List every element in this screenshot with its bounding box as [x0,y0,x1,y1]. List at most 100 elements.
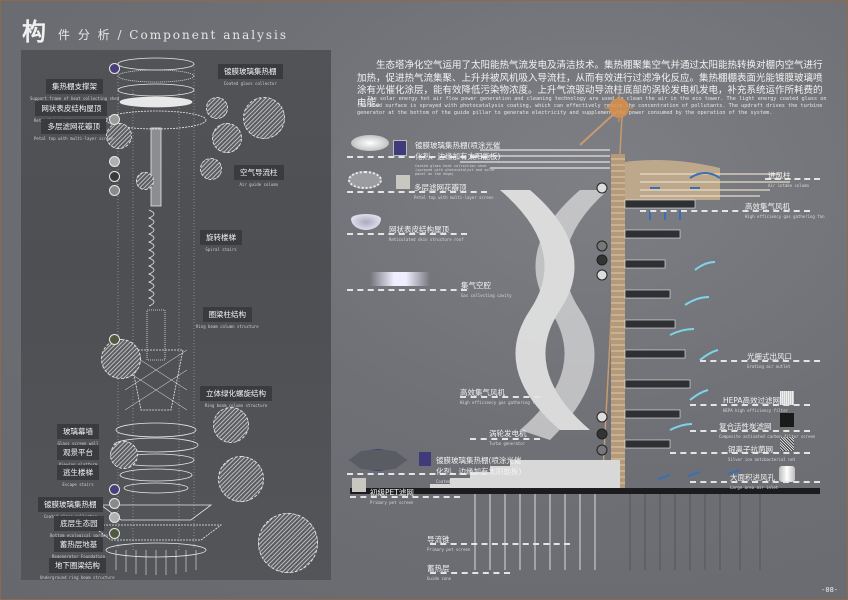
label-glass-screen-wall: 玻璃幕墙 Glass screen wall [57,424,99,446]
material-dot-grey [109,114,120,125]
support-frame-ring [117,83,195,97]
thumb-gas-cavity [370,272,430,286]
label-gas-fan-right: 高效集气风机 High efficiency gas gathering fan [745,202,825,219]
label-hepa-filter: HEPA高效过滤网 HEPA high efficiency filter [723,396,789,413]
leader-line [347,156,487,158]
label-coated-glass-shed: 镀膜玻璃集热棚(喷涂光催化剂、边缘加有太阳能板) Coated glass he… [415,141,501,176]
title-text: 件 分 析 / Component analysis [58,28,288,42]
intro-text-en: The solar energy hot air flow power gene… [357,96,827,117]
detail-circle-glass-wall [213,407,249,443]
material-dot-dark [109,171,120,182]
ecological-garden [89,524,223,541]
leader-line [700,360,820,362]
ground-slab [350,488,820,494]
detail-circle-green-spiral [101,339,141,379]
leader-line [670,452,810,454]
label-green-spiral: 立体绿化螺旋结构 Ring beam column structure [200,386,272,408]
label-silver-ion-net: 银离子抗菌网 Silver ion antibacterial net [728,445,796,462]
stepped-base [380,460,620,490]
label-petal-top: 多层滤网花瓣顶 Petal top with multi-layer scree… [34,119,113,141]
page-title: 构 件 分 析 / Component analysis [22,20,288,44]
label-air-intake-column: 进风柱 Air intake column [768,171,809,188]
label-viewing-platform: 观景平台 Viewing platform [57,445,99,467]
label-grating-outlet: 光栅式出风口 Grating air outlet [747,352,792,369]
label-heat-storage: 蓄热层 Guide cone [427,564,452,581]
page-number: -08- [821,586,838,594]
roof-disc [119,96,193,108]
roof-shards [460,149,610,169]
material-dot-green [109,334,120,345]
label-underground-ring-beam: 地下圈梁结构 Underground ring beam structure [40,558,115,580]
label-support-frame: 集热棚支撑架 Support frame of heat collecting … [30,79,119,101]
label-escape-stairs: 逃生楼梯 Escape stairs [57,465,99,487]
leader-line [765,178,820,180]
label-coated-glass-collector: 镀膜玻璃集热棚 Coated glass collector [218,64,283,86]
label-coated-glass-shed-bottom: 镀膜玻璃集热棚(喷涂光催化剂、边缘加有太阳能板) Coated glass he… [436,456,522,484]
label-air-guide-column: 空气导流柱 Air guide column [234,165,284,187]
detail-circle-roof-mesh [243,97,285,139]
leader-line [430,572,510,574]
detail-circle-escape [218,456,264,502]
label-reticulated-roof-right: 网状表皮结构屋顶 Reticulated skin structure roof [389,225,464,242]
detail-circle-collector [206,97,228,119]
leader-line [460,396,540,398]
label-petal-top-right: 多层滤网花瓣顶 Petal top with multi-layer scree… [414,183,494,200]
leader-line [347,191,487,193]
thumb-coated-glass-shed [351,135,389,151]
label-gas-cavity: 集气空腔 Gas collecting cavity [461,281,512,298]
material-dot-mid [109,185,120,196]
filter-screen-swatch [396,175,410,189]
leader-line [640,210,810,212]
fan-icons [596,182,608,456]
underground-piles [115,550,197,575]
leader-line [347,233,467,235]
detail-circle-petal-layers [212,123,242,153]
collector-ring-1 [117,57,195,71]
material-dot-light [109,156,120,167]
sun-ray-left [579,111,617,146]
title-big-char: 构 [22,18,46,46]
green-spiral-structure [128,349,184,411]
material-dot-purple [109,63,120,74]
material-dot-green-2 [109,528,120,539]
material-dot-light-2 [109,512,120,523]
foundation-piles [474,494,596,570]
petal-top [105,110,207,130]
material-dot-purple-2 [109,484,120,495]
detail-circle-petal [106,123,132,149]
glass-curtain-wall [115,422,197,438]
floor-slabs [624,199,696,449]
intro-text-cn: 生态塔净化空气运用了太阳能热气流发电及清洁技术。集热棚聚集空气并通过太阳能热转换… [357,60,823,109]
leader-line [347,289,467,291]
detail-circle-foundation [258,513,318,573]
airflow-arrows-cyan [669,261,719,431]
detail-circle-guide-column [200,158,222,180]
detail-circle-stairs [136,172,154,190]
leader-line [690,430,810,432]
label-gas-fan-left: 高效集气风机 High efficiency gas gathering fan [460,388,540,405]
label-large-air-inlet: 大面积进风孔 Large area air inlet [730,473,779,490]
collector-canopy [625,160,720,200]
solar-panel-swatch [393,140,407,156]
label-ring-beam-column: 圈梁柱结构 Ring beam column structure [196,307,259,329]
leader-line [690,481,820,483]
thumb-petal-top [348,171,382,189]
exploded-tower-drawing [89,57,223,575]
label-turbo-generator: 涡轮发电机 Turbo generator [489,429,527,446]
label-pet-screen: 初级PET滤网 Primary pet screen [370,488,414,505]
solar-panel-swatch-2 [419,452,431,466]
label-guide-cone: 导流锥 Primary pet screen [427,535,471,552]
spiral-stairs [147,209,155,307]
carbon-swatch [780,413,794,427]
label-regenerator-foundation: 蓄热层地基 Regenerator Foundation [52,537,105,559]
leader-line [690,404,810,406]
detail-circle-viewing [110,441,138,469]
leader-line [430,543,570,545]
thumb-reticulated-roof [351,214,381,230]
spiral-green-helix [500,190,608,440]
label-carbon-filter: 复合活性炭滤网 Composite activated carbon filte… [719,422,816,439]
collector-ring-2 [117,69,195,83]
silver-ion-swatch [780,437,794,451]
ring-beam-column [146,309,166,361]
thumb-coated-glass-shed-star [349,449,407,471]
